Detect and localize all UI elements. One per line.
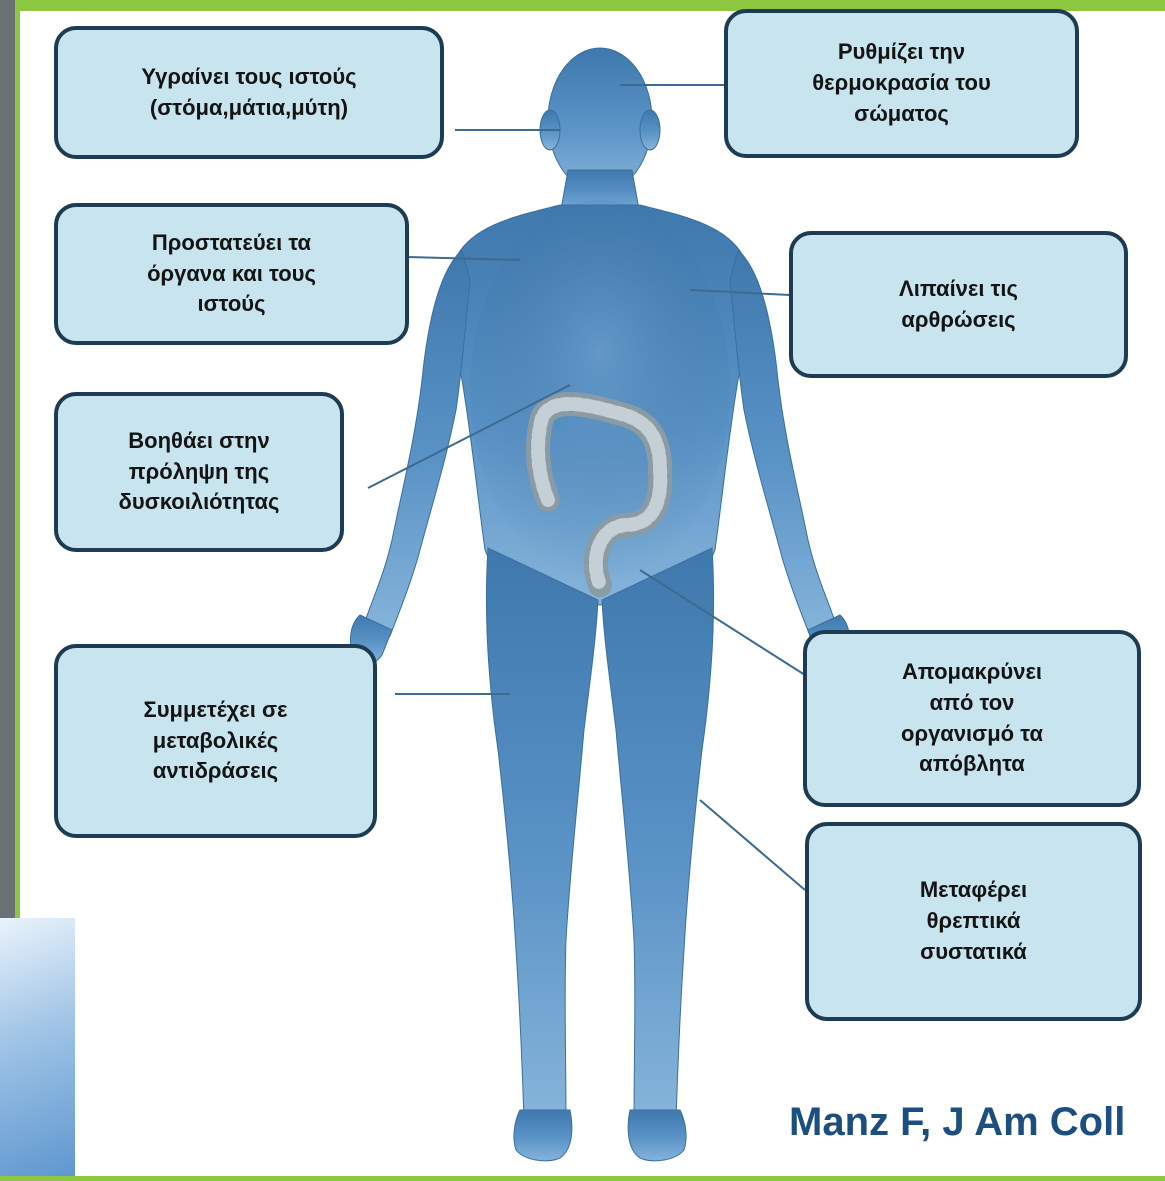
callout-removes-waste: Απομακρύνει από τον οργανισμό τα απόβλητ…: [803, 630, 1141, 807]
foot-right: [628, 1110, 686, 1161]
callout-moistens-tissues: Υγραίνει τους ιστούς (στόμα,μάτια,μύτη): [54, 26, 444, 159]
callout-regulates-temperature: Ρυθμίζει την θερμοκρασία του σώματος: [724, 9, 1079, 158]
leg-right: [602, 548, 714, 1120]
callout-metabolic-reactions: Συμμετέχει σε μεταβολικές αντιδράσεις: [54, 644, 377, 838]
ear-right: [640, 110, 660, 150]
callout-lubricates-joints: Λιπαίνει τις αρθρώσεις: [789, 231, 1128, 378]
foot-left: [514, 1110, 572, 1161]
citation-text: Manz F, J Am Coll: [789, 1100, 1125, 1145]
leg-left: [486, 548, 598, 1120]
callout-prevents-constipation: Βοηθάει στην πρόληψη της δυσκοιλιότητας: [54, 392, 344, 552]
callout-protects-organs: Προστατεύει τα όργανα και τους ιστούς: [54, 203, 409, 345]
callout-carries-nutrients: Μεταφέρει θρεπτικά συστατικά: [805, 822, 1142, 1021]
connector-nutrients: [700, 800, 805, 890]
torso-highlight: [470, 200, 730, 580]
